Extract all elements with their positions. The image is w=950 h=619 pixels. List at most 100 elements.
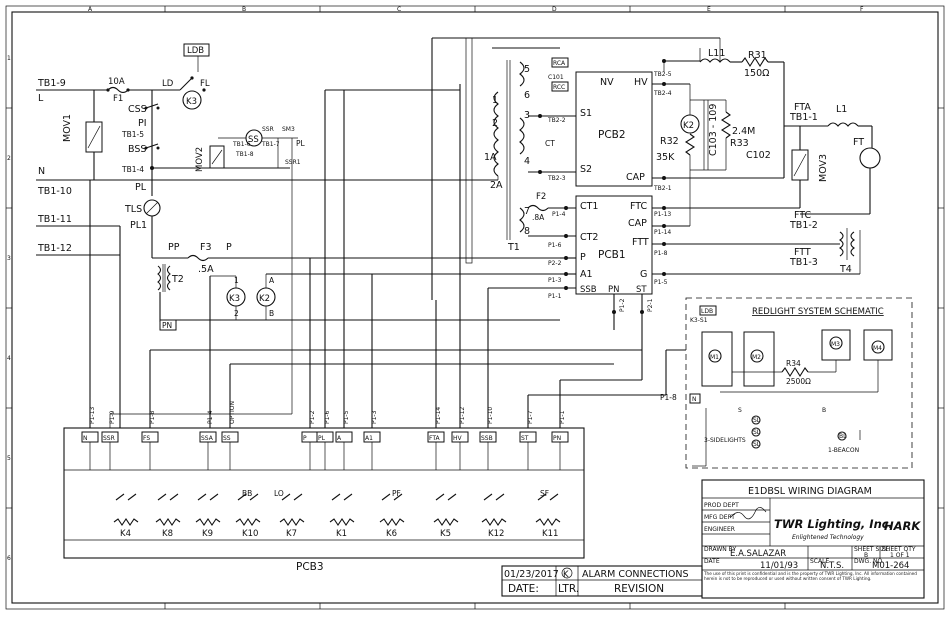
- t1-tap-2: 2: [492, 118, 498, 129]
- redlight-system-schematic: REDLIGHT SYSTEM SCHEMATIC LDB K3-S1 M1 M…: [660, 297, 913, 469]
- p1-13-label: P1-13: [654, 211, 671, 218]
- zone-row-label: 1: [7, 55, 11, 62]
- company-tagline: Enlightened Technology: [792, 534, 864, 541]
- sidelights-label: 3-SIDELIGHTS: [704, 437, 746, 444]
- redlight-s: S: [738, 407, 742, 414]
- terminal-tb1-10: TB1-10: [37, 186, 72, 197]
- pcb2-k2: K2: [683, 121, 694, 131]
- switch-group-sf: SF: [540, 489, 549, 498]
- t1-tap-1a: 1A: [484, 152, 497, 163]
- pcb1-g: G: [640, 269, 647, 280]
- redlight-k3-s1: K3-S1: [690, 317, 708, 324]
- drawn-by: E.A.SALAZAR: [730, 549, 786, 559]
- relay-label: K7: [286, 529, 297, 539]
- ftc-label: FTC: [794, 210, 812, 221]
- sidelight-lamp: SL: [753, 429, 761, 436]
- pcb3-pin-label: FS: [143, 435, 150, 442]
- pcb2-r33-value: 2.4M: [732, 126, 755, 137]
- p1-5-label: P1-5: [654, 279, 668, 286]
- pcb2-r32-value: 35K: [656, 152, 675, 163]
- zone-row-label: 5: [7, 455, 11, 462]
- pcb2-c103: C103 - 109: [708, 104, 719, 156]
- zone-col-label: E: [707, 6, 711, 13]
- pcb2-ct: CT: [545, 139, 555, 148]
- pcb3-pin-number: P1-1: [559, 410, 566, 424]
- p1-1-label: P1-1: [548, 293, 562, 300]
- pcb3-pin-label: P: [303, 435, 307, 442]
- m3-label: M3: [831, 341, 840, 348]
- mov1-label: MOV1: [62, 114, 73, 142]
- terminal-l: L: [38, 93, 44, 104]
- fuse-f1-rating: 10A: [108, 77, 125, 87]
- k2-pin-a: A: [269, 276, 275, 285]
- relay-label: K4: [120, 529, 131, 539]
- pcb1-st: ST: [636, 285, 647, 295]
- p2-2-label: P2-2: [548, 260, 562, 267]
- p1-14-label: P1-14: [654, 229, 671, 236]
- input-terminals: TB1-9 L N TB1-10 TB1-11 TB1-12: [36, 78, 395, 256]
- fuse-f2: F2: [536, 192, 546, 202]
- tb2-3-label: TB2-3: [547, 175, 566, 182]
- relay-coil: [235, 518, 261, 526]
- m1-label: M1: [710, 354, 719, 361]
- sheet-size: B: [864, 552, 868, 559]
- t1-tap-1: 1: [492, 95, 498, 106]
- pcb3-pin-label: SS: [223, 435, 231, 442]
- ld-relay-k3: LDB K3 LD FL: [152, 43, 210, 110]
- sheet-size-label: SHEET SIZE: [854, 546, 889, 553]
- flasher-m1-module: [701, 331, 733, 387]
- switch-group-lo: LO: [274, 489, 284, 498]
- relay-contact: [537, 493, 559, 501]
- flasher-m3-module: [821, 329, 851, 361]
- pp-label: PP: [168, 242, 180, 253]
- zone-row-label: 6: [7, 555, 11, 562]
- zone-col-label: C: [397, 6, 401, 13]
- relay-label: K10: [242, 529, 258, 539]
- t1-tap-7: 7: [524, 206, 530, 217]
- pcb1-a1: A1: [580, 269, 593, 280]
- tb1-4-label: TB1-4: [121, 165, 144, 174]
- pcb3-pin-number: P1-5: [343, 410, 350, 424]
- relay-contact: [237, 493, 259, 501]
- vertical-harness: [89, 84, 666, 428]
- pcb2-board: PCB2 NV HV S1 S2 CAP RCA RCC C101 CT TB2…: [528, 38, 785, 192]
- dwg-no: M01-264: [872, 561, 909, 571]
- brand-logo: HARK: [884, 519, 921, 533]
- pcb3-pin-number: P1-6: [324, 410, 331, 424]
- css-label: CSS: [128, 104, 147, 115]
- pcb3-pin-label: SSB: [481, 435, 493, 442]
- pcb1-p: P: [580, 252, 586, 263]
- prod-dept-label: PROD DEPT: [704, 502, 739, 509]
- r34-value: 2500Ω: [786, 377, 811, 386]
- pcb1-ct1: CT1: [580, 201, 598, 212]
- confidentiality-notice: The use of this print is confidential an…: [704, 571, 917, 581]
- ld-label: LD: [162, 79, 174, 89]
- k3-pin-2: 2: [234, 309, 239, 318]
- p1-8-redlight-label: P1-8: [660, 393, 677, 402]
- relay-contact: [115, 493, 137, 501]
- relay-coil: [329, 518, 355, 526]
- flasher-m4-module: [863, 329, 893, 361]
- sm3-label: SM3: [282, 126, 295, 133]
- l1-label: L1: [836, 104, 847, 115]
- revision-letter: K: [563, 570, 569, 580]
- redlight-title: REDLIGHT SYSTEM SCHEMATIC: [752, 307, 884, 317]
- pilot-lamp-pl1: PL TLS PL1: [124, 168, 161, 258]
- bss-label: BSS: [128, 144, 146, 155]
- pl1-label: PL1: [130, 220, 147, 231]
- pcb1-outline: [575, 195, 653, 295]
- terminal-tb1-11: TB1-11: [37, 214, 72, 225]
- ss-label: SS: [248, 135, 259, 145]
- relays-k3-k2: K3 K2 1 2 A B: [176, 273, 560, 428]
- sidelight-lamp: SL: [753, 441, 761, 448]
- pcb1-ssb: SSB: [580, 285, 597, 295]
- tb2-1-label: TB2-1: [653, 185, 672, 192]
- pcb2-c102: C102: [746, 150, 771, 161]
- pcb1-ftc: FTC: [630, 201, 648, 212]
- pcb3-switch-groups: BB LO PF SF: [242, 489, 549, 498]
- company-name: TWR Lighting, Inc.: [774, 517, 893, 531]
- pcb3-pin-label: A: [337, 435, 342, 442]
- terminal-n: N: [38, 166, 45, 177]
- pl-label: PL: [135, 182, 147, 193]
